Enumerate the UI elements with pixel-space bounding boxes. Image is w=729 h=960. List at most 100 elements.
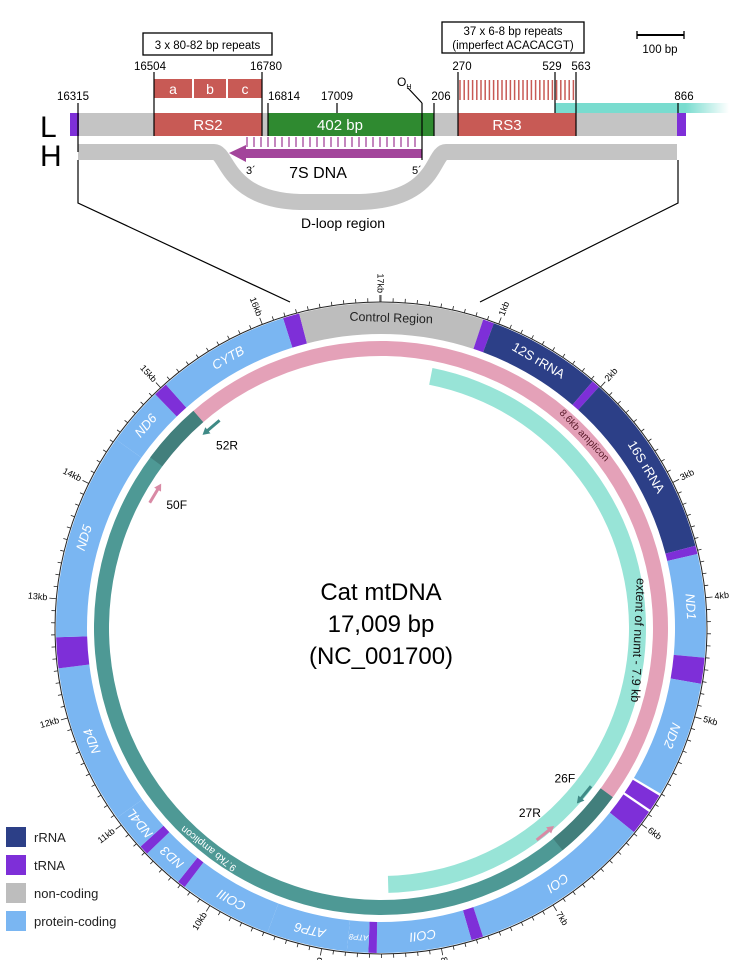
minor-tick (273, 936, 276, 941)
repeat-a (154, 79, 192, 98)
minor-tick (57, 561, 62, 564)
gene-nd3 (147, 832, 198, 882)
minor-tick (103, 804, 108, 808)
minor-tick (700, 560, 705, 563)
minor-tick (166, 376, 170, 381)
rs3-block (458, 113, 576, 136)
minor-tick (452, 305, 454, 311)
repeat-c (228, 79, 262, 98)
minor-tick (608, 392, 613, 396)
repeat-b (194, 79, 226, 98)
minor-tick (591, 375, 595, 380)
minor-tick (168, 877, 172, 881)
minor-tick (195, 354, 199, 359)
major-tick (498, 317, 502, 325)
genome-title: Cat mtDNA (320, 579, 441, 606)
minor-tick (541, 340, 545, 345)
primer-27r-arrow (535, 827, 552, 842)
minor-tick (633, 419, 637, 423)
arrowhead-icon (576, 795, 585, 804)
numt-start-bar (555, 103, 729, 113)
minor-tick (85, 773, 90, 777)
minor-tick (428, 301, 430, 306)
minor-tick (249, 325, 252, 330)
7s-dna-arrow (229, 145, 422, 162)
pos-866: 866 (674, 91, 693, 103)
rs2-label: RS2 (193, 117, 222, 134)
minor-tick (206, 347, 209, 352)
gene-trna (670, 654, 705, 684)
pos-206: 206 (431, 91, 450, 103)
minor-tick (687, 739, 692, 742)
legend-swatch (6, 855, 26, 875)
minor-tick (487, 935, 490, 940)
minor-tick (91, 784, 96, 787)
gene-cytb (165, 318, 293, 408)
minor-tick (57, 694, 62, 696)
tick-label: 12kb (39, 715, 61, 730)
minor-tick (66, 526, 71, 529)
repeat-c-label: c (242, 81, 249, 97)
minor-tick (520, 922, 524, 927)
minor-tick (285, 939, 287, 944)
minor-tick (686, 513, 691, 517)
gene-12s-rrna (483, 323, 593, 405)
minor-tick (609, 860, 613, 864)
minor-tick (667, 783, 672, 786)
minor-tick (332, 950, 334, 955)
minor-tick (63, 538, 68, 540)
gene-label: ND1 (682, 593, 699, 620)
minor-tick (429, 950, 431, 955)
minor-tick (654, 804, 659, 807)
legend-item-protein-coding: protein-coding (6, 911, 116, 931)
scale-label: 100 bp (642, 44, 677, 56)
minor-tick (672, 772, 677, 776)
minor-tick (509, 927, 513, 932)
legend-label: rRNA (34, 829, 66, 845)
minor-tick (677, 491, 682, 494)
repeat-b-label: b (206, 81, 214, 97)
minor-tick (109, 439, 114, 443)
minor-tick (682, 750, 687, 753)
7s-dna-hatch (246, 137, 416, 147)
h-strand-bar (78, 144, 677, 210)
gene-label: COII (408, 927, 437, 946)
minor-tick (704, 669, 709, 671)
minor-tick (542, 910, 545, 915)
tick-label: 7kb (554, 910, 570, 928)
minor-tick (330, 301, 333, 306)
minor-tick (80, 762, 85, 766)
minor-tick (702, 572, 707, 575)
primer-50f-label: 50F (166, 498, 187, 512)
minor-tick (487, 315, 490, 320)
minor-tick (55, 573, 60, 576)
minor-tick (250, 927, 254, 932)
minor-tick (581, 368, 585, 372)
gene-trna (462, 907, 484, 941)
minor-tick (463, 308, 466, 313)
oh-label: OH (397, 75, 411, 91)
trna-left-block (70, 113, 79, 136)
minor-tick (187, 891, 191, 896)
minor-tick (625, 842, 630, 846)
gene-control-region (299, 303, 484, 349)
primer-52r-label: 52R (216, 439, 238, 453)
major-tick (115, 824, 122, 830)
conserved-402bp-label: 402 bp (317, 117, 363, 134)
major-tick (155, 382, 161, 388)
repeat-a-label: a (169, 81, 177, 97)
pos-16780: 16780 (250, 61, 282, 73)
minor-tick (591, 876, 595, 880)
minor-tick (702, 681, 707, 683)
strand-l-label: L (40, 111, 57, 144)
gene-trna (624, 779, 660, 810)
minor-tick (96, 459, 101, 463)
repeats-box-left-label: 3 x 80-82 bp repeats (155, 40, 261, 52)
legend-label: protein-coding (34, 913, 117, 929)
primer-50f-arrow (148, 486, 161, 504)
minor-tick (617, 400, 621, 405)
minor-tick (677, 761, 682, 765)
minor-tick (79, 492, 84, 495)
pos-529: 529 (542, 61, 561, 73)
